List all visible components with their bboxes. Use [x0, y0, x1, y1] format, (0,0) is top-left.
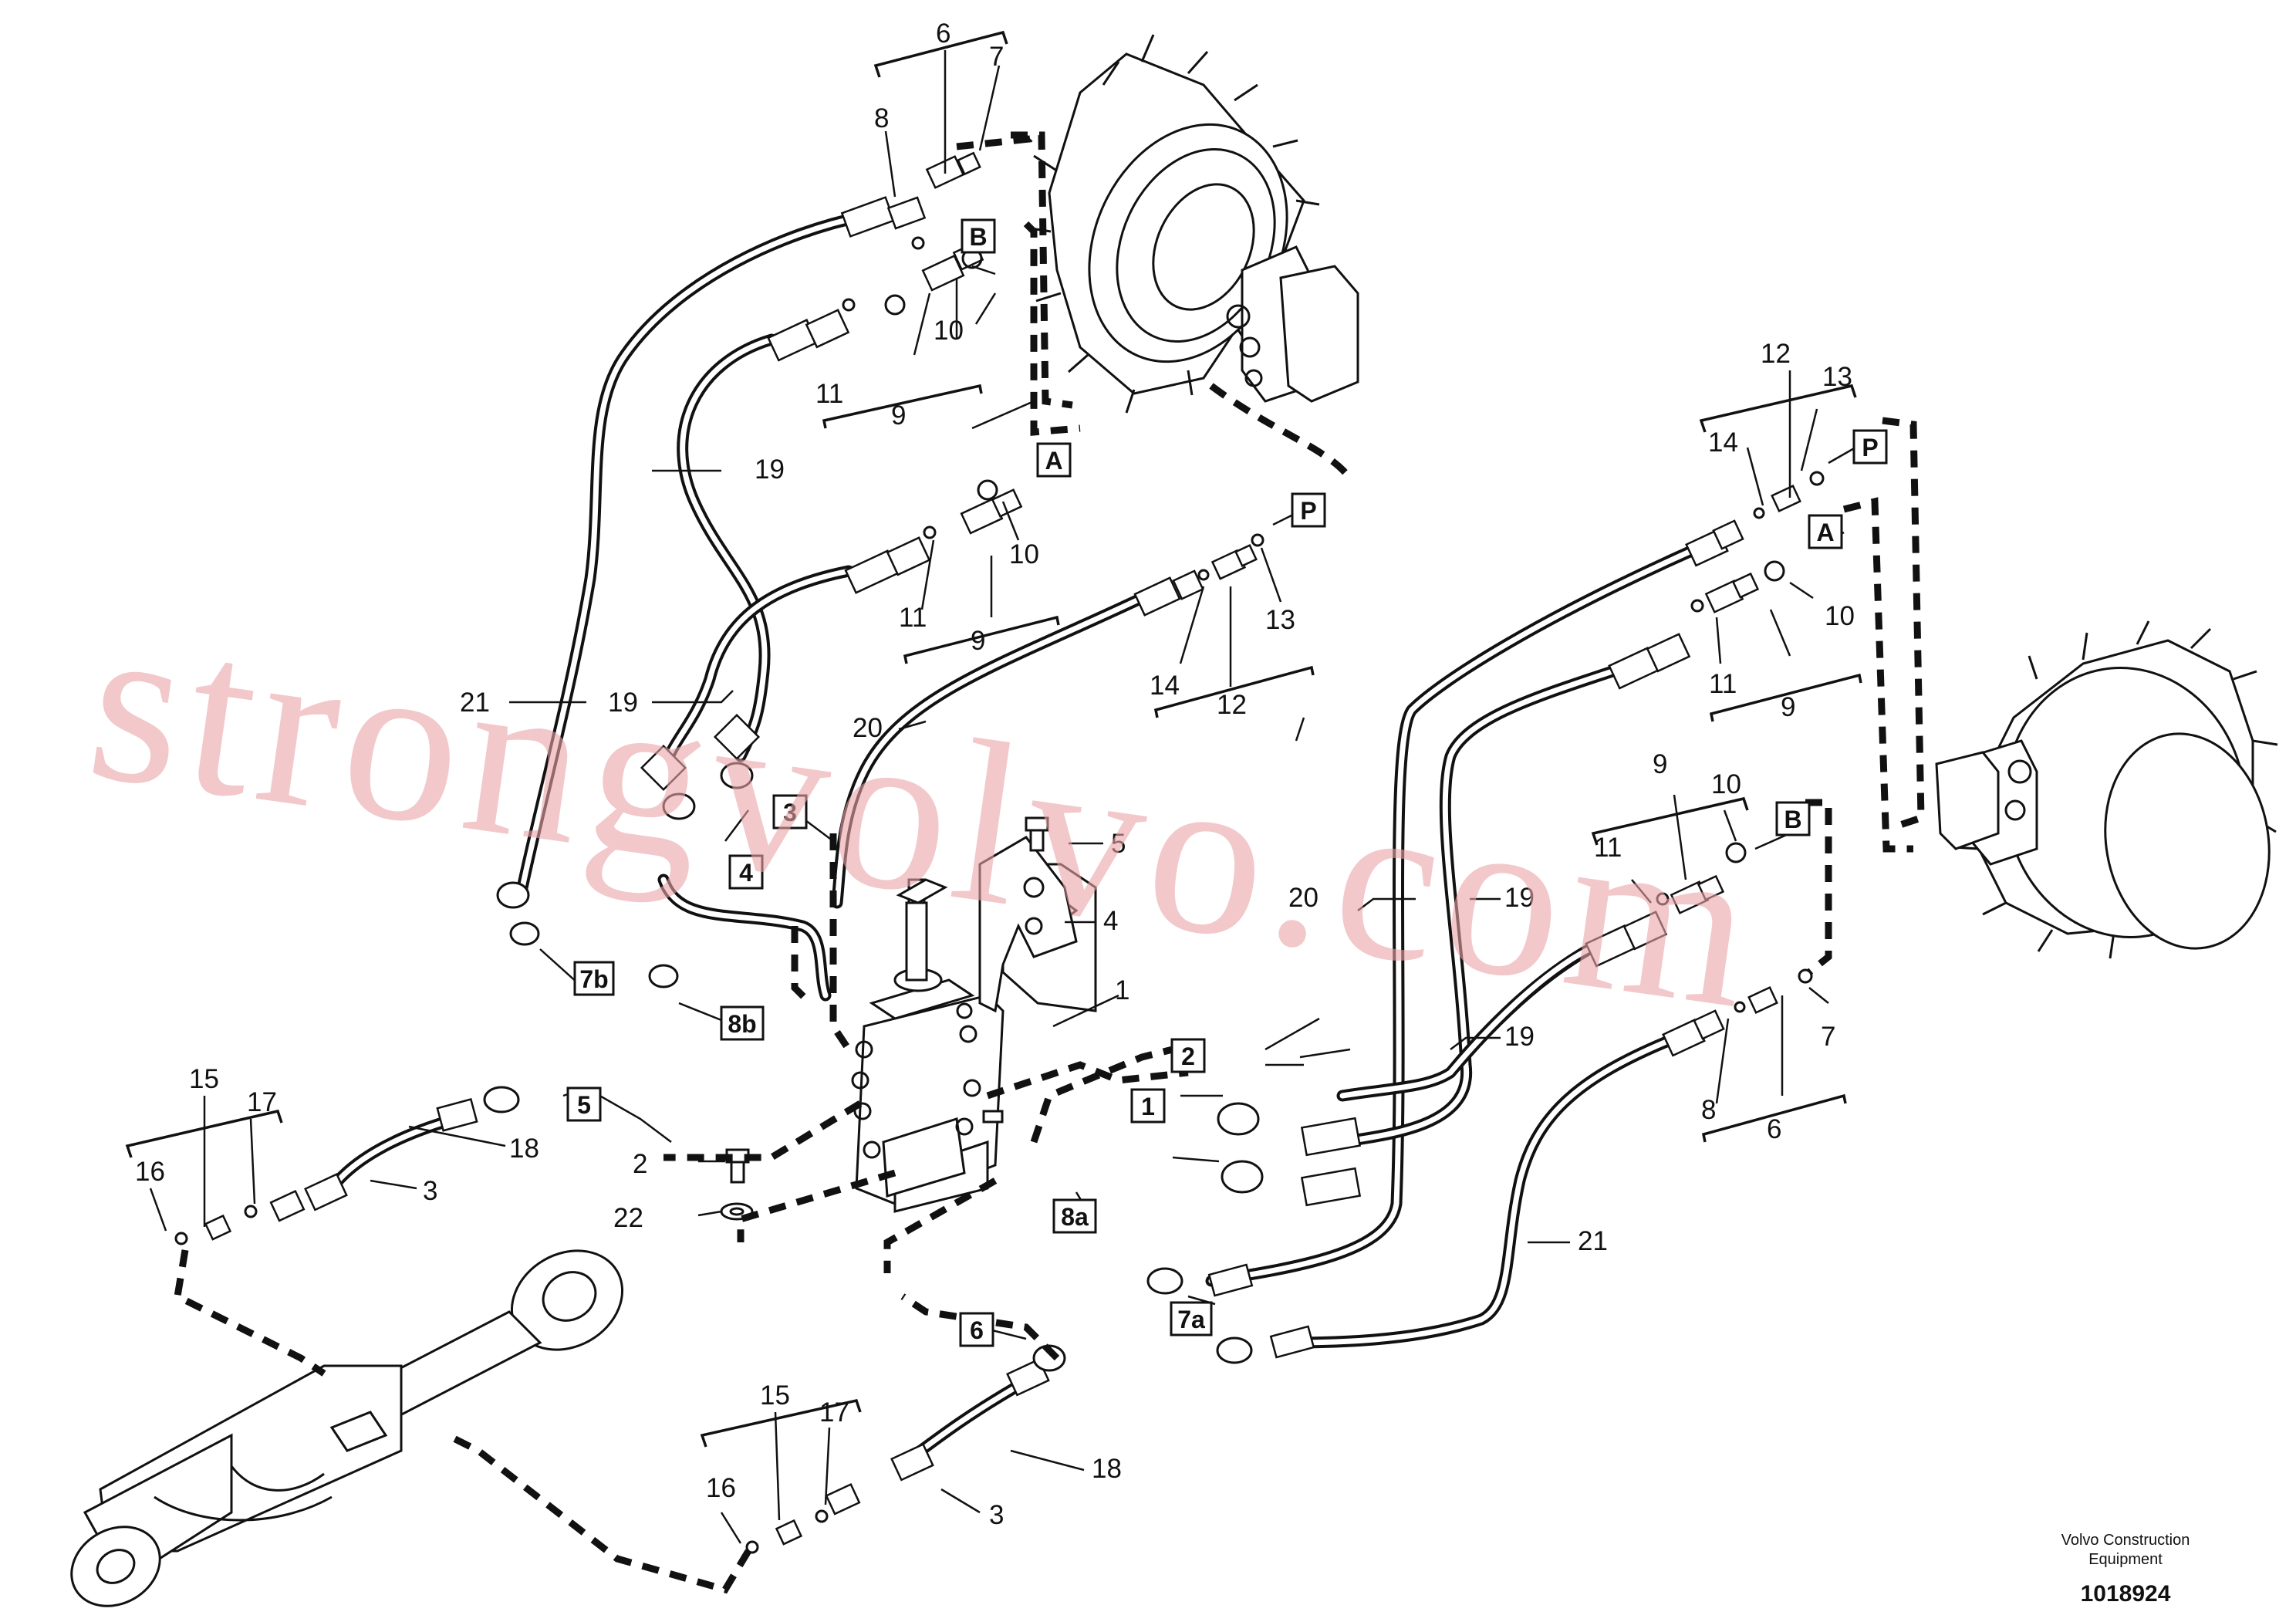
- hydraulic-cylinder: [70, 1249, 624, 1607]
- svg-text:A: A: [1816, 519, 1834, 546]
- box-label-8b: 8b: [720, 1005, 765, 1041]
- callout: 9: [891, 400, 906, 431]
- callout: 20: [853, 713, 883, 743]
- svg-text:8a: 8a: [1061, 1203, 1089, 1231]
- callout: 3: [989, 1500, 1004, 1530]
- callout: 17: [819, 1397, 849, 1428]
- callout: 17: [247, 1087, 277, 1117]
- svg-text:5: 5: [577, 1091, 591, 1119]
- box-label-a-upper: A: [1036, 442, 1072, 478]
- box-label-1: 1: [1130, 1088, 1166, 1124]
- callout: 3: [423, 1176, 437, 1206]
- callout: 8: [1701, 1095, 1716, 1125]
- box-label-p-right: P: [1852, 429, 1888, 465]
- group-brackets: [125, 30, 1862, 1448]
- callout: 1: [1115, 975, 1129, 1005]
- leader-lines: [149, 50, 1856, 1544]
- box-label-b-upper: B: [961, 218, 996, 254]
- svg-text:3: 3: [783, 799, 797, 826]
- callout: 9: [971, 626, 985, 656]
- callout: 19: [608, 688, 638, 718]
- callout: 7: [989, 42, 1004, 72]
- callout: 12: [1217, 690, 1247, 720]
- callout: 7: [1821, 1022, 1835, 1052]
- svg-text:A: A: [1045, 447, 1062, 475]
- callout: 11: [899, 603, 927, 633]
- svg-text:7a: 7a: [1177, 1306, 1205, 1333]
- box-label-4: 4: [728, 854, 764, 890]
- svg-text:8b: 8b: [728, 1010, 756, 1038]
- callout: 8: [874, 103, 889, 133]
- hoses: [326, 210, 1696, 1465]
- box-label-p-upper: P: [1291, 492, 1326, 528]
- box-label-2: 2: [1170, 1038, 1206, 1073]
- box-label-b-right: B: [1775, 801, 1811, 836]
- mounting-bracket: [978, 836, 1078, 1013]
- svg-text:6: 6: [970, 1316, 984, 1344]
- callout: 10: [934, 316, 964, 346]
- callout: 9: [1781, 692, 1795, 722]
- box-label-5: 5: [566, 1086, 602, 1122]
- bolt-5: [1025, 816, 1049, 852]
- svg-text:4: 4: [739, 859, 753, 887]
- callout: 11: [1594, 833, 1622, 863]
- callout: 14: [1150, 671, 1180, 701]
- callout: 11: [815, 379, 843, 409]
- callout: 15: [189, 1064, 219, 1094]
- maker-line-1: Volvo Construction: [2061, 1532, 2190, 1549]
- callout: 14: [1708, 427, 1738, 458]
- travel-motor-right: [1935, 620, 2278, 959]
- callout: 19: [755, 454, 785, 485]
- box-label-7b: 7b: [573, 961, 615, 996]
- svg-text:1: 1: [1141, 1093, 1155, 1120]
- callout: 16: [135, 1157, 165, 1187]
- callout: 6: [936, 19, 950, 49]
- callout: 10: [1009, 539, 1039, 569]
- svg-text:B: B: [1784, 806, 1801, 833]
- callout: 20: [1288, 883, 1319, 913]
- callout: 15: [760, 1380, 790, 1411]
- maker-line-2: Equipment: [2088, 1551, 2163, 1568]
- box-label-a-right: A: [1808, 514, 1843, 549]
- callout: 10: [1711, 769, 1741, 799]
- box-label-8a: 8a: [1052, 1198, 1097, 1234]
- svg-text:7b: 7b: [579, 965, 608, 993]
- callout-numbers: 6 7 8 10 11 9 19 10 11 9 13 14 12 21 19 …: [135, 19, 1855, 1530]
- callout: 19: [1504, 883, 1535, 913]
- callout: 19: [1504, 1022, 1535, 1052]
- svg-text:2: 2: [1181, 1042, 1195, 1070]
- callout: 21: [1578, 1226, 1608, 1256]
- callout: 16: [706, 1473, 736, 1503]
- pilot-lines: [174, 128, 1925, 1594]
- svg-text:B: B: [969, 223, 987, 251]
- box-label-3: 3: [772, 794, 808, 830]
- callout: 11: [1709, 669, 1737, 699]
- callout: 18: [509, 1134, 539, 1164]
- callout: 22: [613, 1203, 643, 1233]
- doc-number: 1018924: [2081, 1581, 2171, 1607]
- boxed-labels: B A P P A B 3 4 7b 8b 5 2 1 8a 7a 6: [566, 218, 1888, 1347]
- travel-motor-upper: [1025, 34, 1359, 414]
- box-label-7a: 7a: [1170, 1301, 1213, 1336]
- box-label-6: 6: [959, 1312, 994, 1347]
- callout: 6: [1767, 1114, 1781, 1144]
- callout: 9: [1653, 749, 1667, 779]
- callout: 13: [1822, 362, 1852, 392]
- callout: 10: [1825, 601, 1855, 631]
- callout: 12: [1761, 339, 1791, 369]
- callout: 2: [633, 1149, 647, 1179]
- callout: 13: [1265, 605, 1295, 635]
- callout: 18: [1092, 1454, 1122, 1484]
- callout: 21: [460, 688, 490, 718]
- callout: 4: [1103, 906, 1118, 936]
- svg-text:P: P: [1862, 434, 1878, 461]
- fittings: [174, 151, 1825, 1554]
- svg-text:P: P: [1300, 497, 1316, 525]
- callout: 5: [1111, 829, 1126, 859]
